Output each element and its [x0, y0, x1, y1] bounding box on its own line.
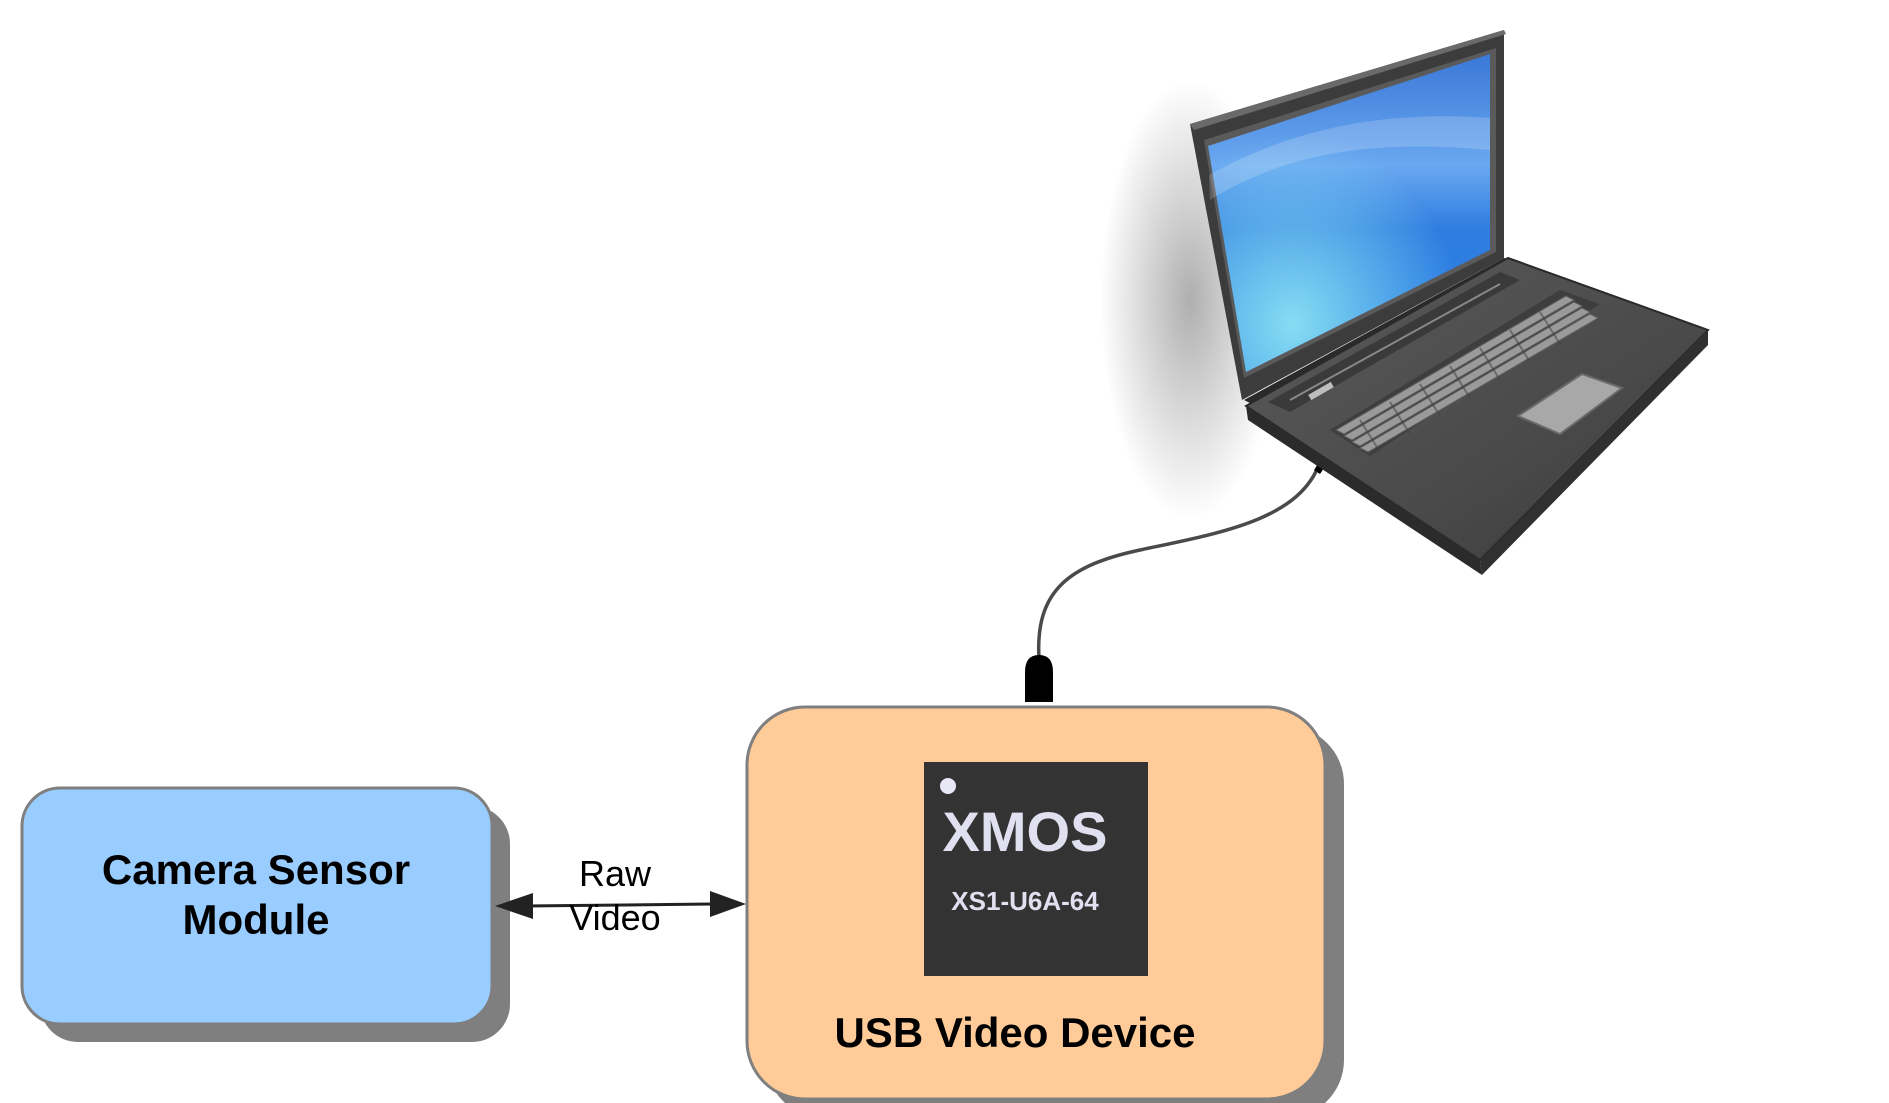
raw-video-label-line2: Video: [569, 897, 661, 938]
laptop-keyboard: [1334, 295, 1600, 453]
raw-video-label-line1: Raw: [578, 853, 652, 894]
raw-video-label: Raw Video: [540, 852, 690, 940]
arrowhead-left: [495, 893, 533, 919]
usb-video-device-label: USB Video Device: [834, 1009, 1196, 1056]
laptop-icon: [1100, 30, 1710, 575]
chip-model-label: XS1-U6A-64: [951, 886, 1099, 916]
xmos-chip: [924, 762, 1148, 976]
camera-sensor-module-node: [20, 786, 510, 1042]
camera-label-line2: Module: [182, 896, 330, 943]
camera-sensor-module-label: Camera Sensor Module: [22, 845, 490, 945]
laptop-keys: [1359, 311, 1561, 453]
raw-video-arrow: [495, 891, 746, 919]
chip-pin1-dot: [940, 778, 956, 794]
camera-label-line1: Camera Sensor: [101, 846, 411, 893]
chip-brand-label: XMOS: [942, 800, 1108, 863]
arrowhead-right: [710, 891, 746, 917]
